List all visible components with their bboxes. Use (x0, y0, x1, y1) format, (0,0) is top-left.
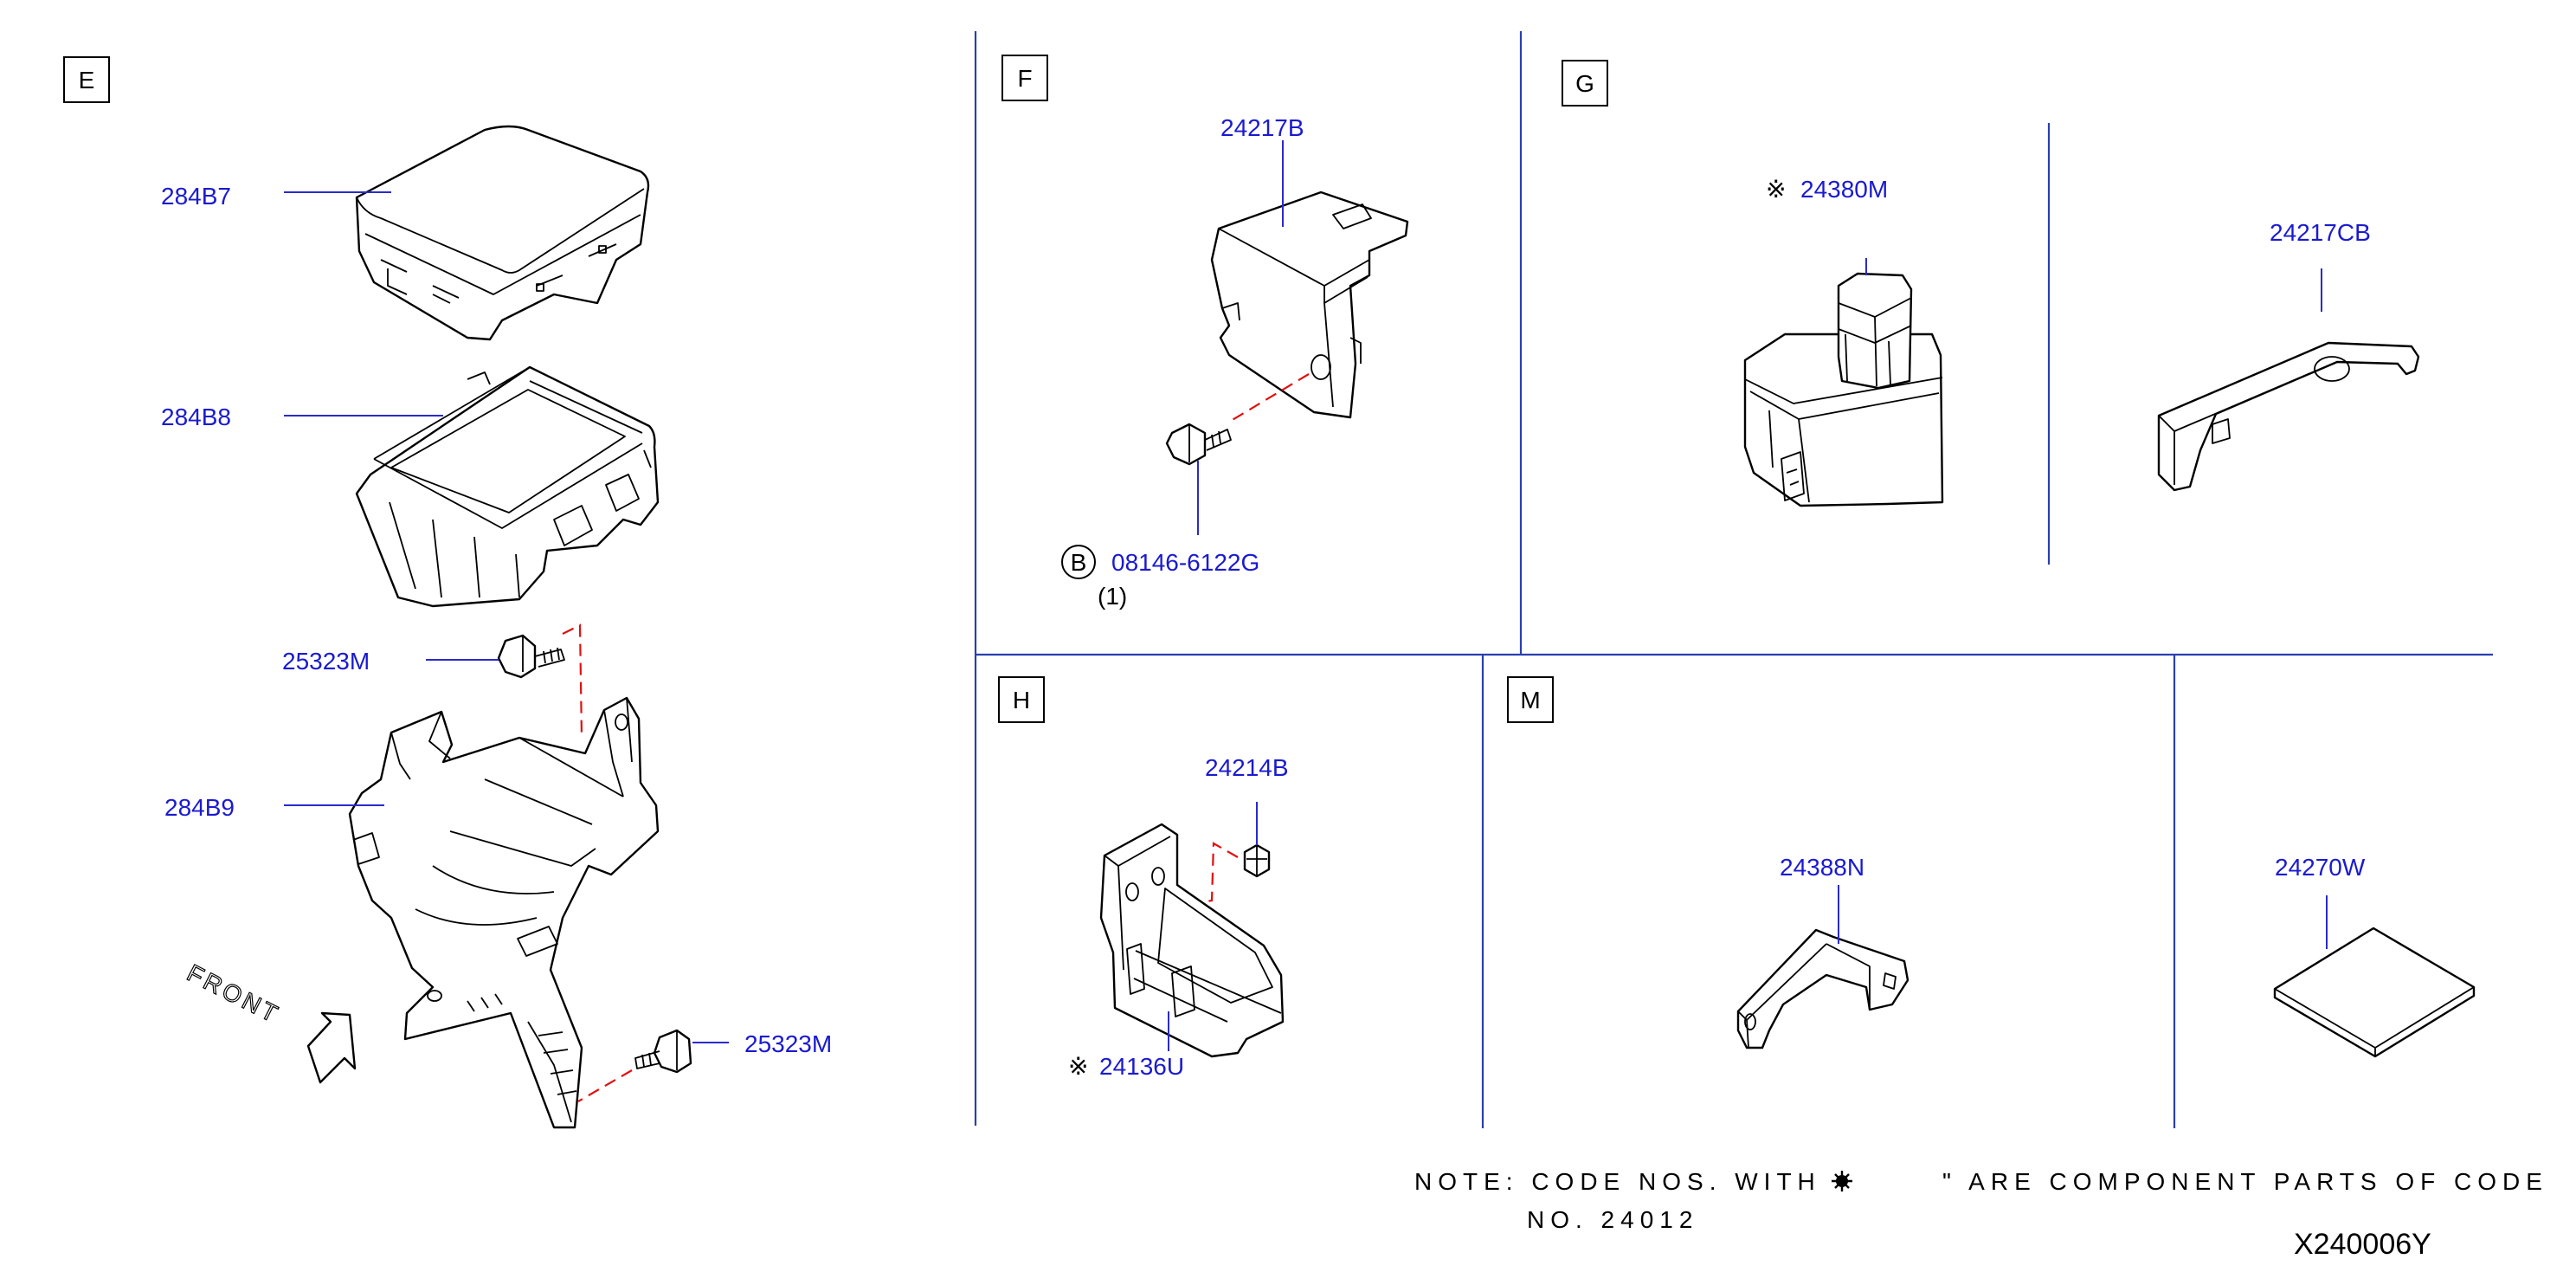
part-number-24136u[interactable]: 24136U (1099, 1053, 1184, 1080)
quantity-label: (1) (1098, 583, 1127, 610)
note-line2: NO. 24012 (1527, 1206, 1698, 1233)
part-24380m-drawing (1743, 272, 1944, 507)
svg-text:F: F (1017, 65, 1032, 92)
svg-text:H: H (1013, 687, 1030, 714)
part-24217b-drawing (1210, 190, 1409, 419)
part-number-24217b[interactable]: 24217B (1220, 114, 1304, 141)
section-label-f: F (1001, 55, 1048, 101)
note-line1-start: NOTE: CODE NOS. WITH (1414, 1168, 1821, 1195)
part-number-24380m[interactable]: 24380M (1800, 176, 1888, 203)
part-24217cb-drawing (2157, 341, 2420, 492)
section-label-m: M (1507, 676, 1554, 723)
part-number-284b8[interactable]: 284B8 (161, 404, 231, 430)
part-number-284b7[interactable]: 284B7 (161, 183, 231, 210)
bolt-08146-drawing (1165, 423, 1232, 466)
kit-mark-24136u: ※ (1068, 1053, 1088, 1080)
part-number-25323m-top[interactable]: 25323M (282, 648, 370, 675)
part-284b8-drawing (355, 365, 660, 608)
part-24136u-drawing (1099, 823, 1285, 1058)
part-24214b-drawing (1243, 843, 1271, 878)
kit-mark-24380m: ※ (1766, 176, 1786, 203)
svg-text:FRONT: FRONT (183, 959, 285, 1029)
part-24388n-drawing (1736, 928, 1909, 1049)
bolt-marker-b: B (1061, 545, 1096, 579)
section-label-h: H (998, 676, 1045, 723)
part-number-24217cb[interactable]: 24217CB (2270, 219, 2371, 246)
svg-text:G: G (1575, 70, 1594, 97)
part-24270w-drawing (2273, 927, 2476, 1058)
part-number-08146-6122g[interactable]: 08146-6122G (1111, 549, 1259, 576)
part-number-24270w[interactable]: 24270W (2275, 854, 2366, 881)
svg-text:M: M (1520, 687, 1540, 714)
front-arrow: FRONT (183, 959, 357, 1084)
part-284b7-drawing (355, 125, 650, 341)
kit-mark-icon (1832, 1171, 1852, 1191)
section-dividers (974, 31, 2493, 1128)
part-number-284b9[interactable]: 284B9 (164, 794, 235, 821)
section-label-g: G (1562, 60, 1608, 107)
part-number-24388n[interactable]: 24388N (1780, 854, 1864, 881)
note-block: NOTE: CODE NOS. WITH " ARE COMPONENT PAR… (1414, 1168, 2548, 1233)
part-number-25323m-bottom[interactable]: 25323M (744, 1030, 832, 1057)
bolt-25323m-top-drawing (497, 634, 565, 679)
figure-id: X240006Y (2294, 1228, 2431, 1261)
note-line1-end: " ARE COMPONENT PARTS OF CODE (1942, 1168, 2548, 1195)
part-284b9-drawing (348, 696, 660, 1129)
bolt-25323m-bottom-drawing (634, 1029, 692, 1074)
section-label-e: E (63, 56, 110, 103)
svg-text:E: E (79, 67, 95, 94)
part-number-24214b[interactable]: 24214B (1205, 754, 1289, 781)
svg-text:B: B (1071, 549, 1087, 576)
